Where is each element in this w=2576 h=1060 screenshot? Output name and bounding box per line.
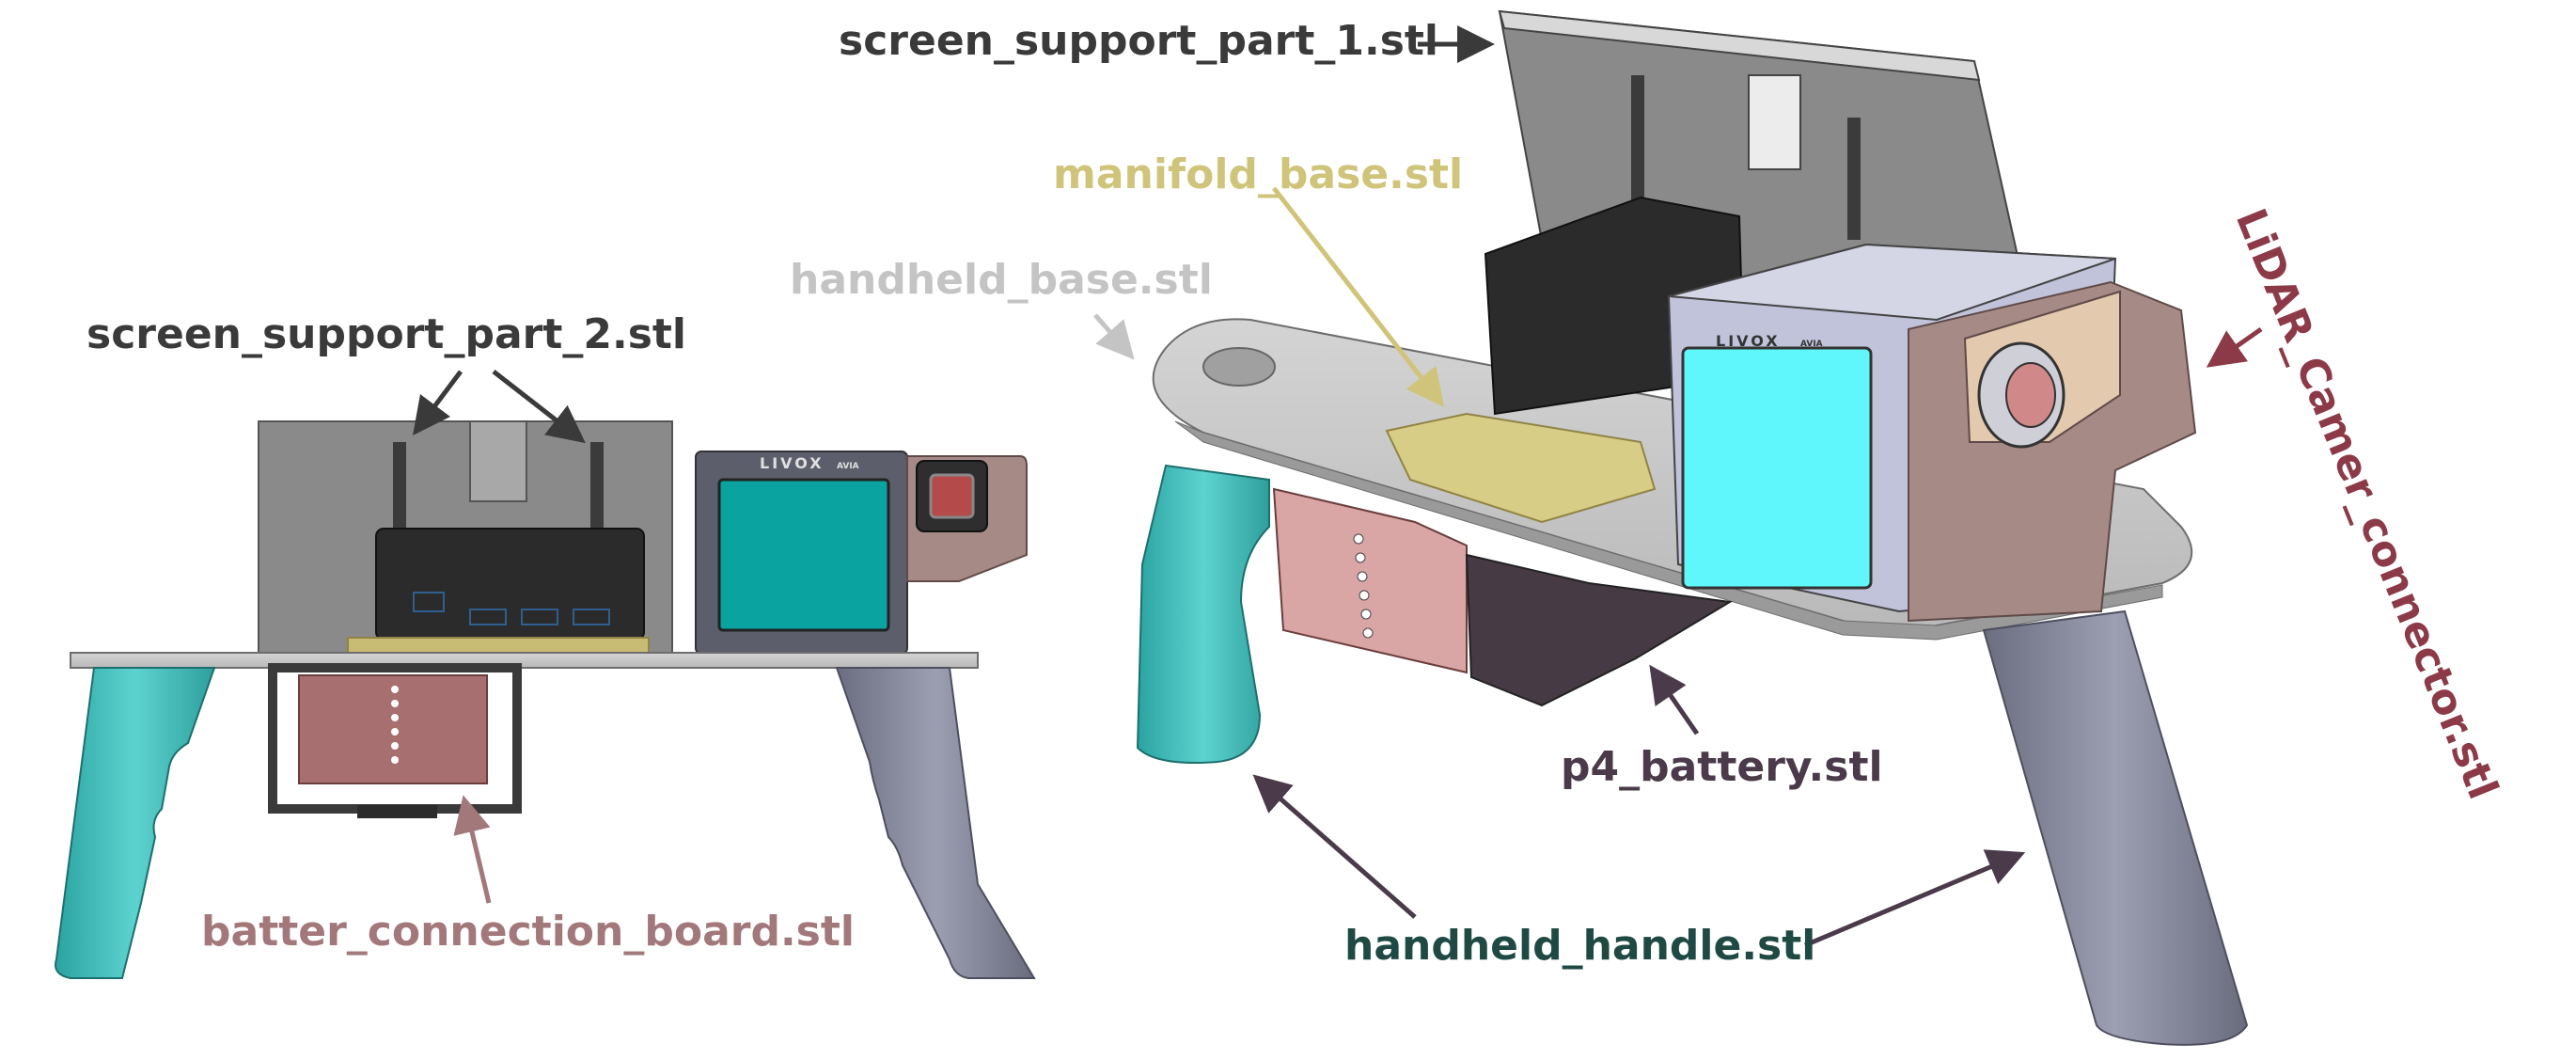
- lidar-brand-iso: LIVOX: [1716, 332, 1781, 350]
- label-p4-battery: p4_battery.stl: [1561, 743, 1883, 791]
- arrow-batter-board: [453, 795, 492, 904]
- label-manifold-base: manifold_base.stl: [1053, 150, 1463, 198]
- handheld-handle-left-front: [55, 667, 216, 979]
- manifold-base-iso: [1385, 412, 1657, 524]
- handheld-handle-left-iso: [1136, 464, 1270, 764]
- camera-iso-lens: [2005, 362, 2056, 428]
- arrow-handheld-base: [1093, 313, 1135, 360]
- arrow-handle-right: [1804, 849, 2026, 948]
- arrow-screen-support-2-right: [492, 370, 586, 444]
- lidar-top-iso: [1668, 243, 2116, 322]
- handheld-base-plate-iso-edge: [1174, 420, 2163, 641]
- computer-box-front: [375, 528, 645, 641]
- computer-port-4: [573, 609, 610, 625]
- lidar-model-front: AVIA: [837, 462, 859, 471]
- computer-port-1: [413, 592, 445, 612]
- iso-view-assembly: LIVOX AVIA: [1136, 9, 2249, 1046]
- label-screen-support-1: screen_support_part_1.stl: [839, 17, 1438, 65]
- arrow-manifold-base: [1272, 186, 1445, 407]
- camera-lens-front: [929, 473, 975, 519]
- label-handheld-base: handheld_base.stl: [790, 256, 1213, 304]
- label-lidar-connector: LiDAR_Camer_connector.stl: [2226, 202, 2507, 806]
- screen-support-bracket-right: [590, 442, 604, 546]
- screen-support-bracket-iso-2: [1847, 118, 1861, 240]
- handheld-base-plate-front: [70, 652, 979, 669]
- handheld-handle-right-front: [835, 667, 1036, 979]
- arrow-p4-battery: [1649, 664, 1700, 736]
- p4-battery-iso: [1465, 553, 1733, 707]
- callout-arrows: [413, 25, 2263, 948]
- lidar-brand-front: LIVOX: [760, 454, 825, 472]
- battery-foot-front: [357, 805, 437, 818]
- front-view-assembly: LIVOX AVIA: [55, 420, 1036, 979]
- lidar-model-iso: AVIA: [1800, 340, 1823, 349]
- battery-board-iso: [1272, 487, 1468, 674]
- screen-support-bracket-iso-1: [1631, 75, 1644, 207]
- lidar-window-iso: [1681, 346, 1873, 590]
- label-batter-board: batter_connection_board.stl: [201, 908, 855, 956]
- battery-board-dots-iso: [1353, 533, 1374, 639]
- computer-port-3: [521, 609, 558, 625]
- arrow-handle-left: [1252, 774, 1417, 919]
- arrow-screen-support-2-left: [413, 370, 463, 435]
- screen-support-top-edge: [1498, 9, 1981, 82]
- handheld-handle-right-iso: [1982, 609, 2249, 1046]
- screen-support-notch-front: [469, 420, 527, 502]
- battery-board-dots-front: [391, 686, 399, 764]
- screen-support-bracket-left: [393, 442, 406, 546]
- base-hole-left: [1202, 347, 1276, 387]
- computer-port-2: [469, 609, 507, 625]
- arrow-lidar-connector: [2206, 326, 2263, 368]
- screen-support-slot-iso: [1748, 74, 1801, 170]
- label-handheld-handle: handheld_handle.stl: [1344, 922, 1815, 970]
- label-screen-support-2: screen_support_part_2.stl: [86, 310, 686, 358]
- lidar-window-front: [717, 478, 890, 632]
